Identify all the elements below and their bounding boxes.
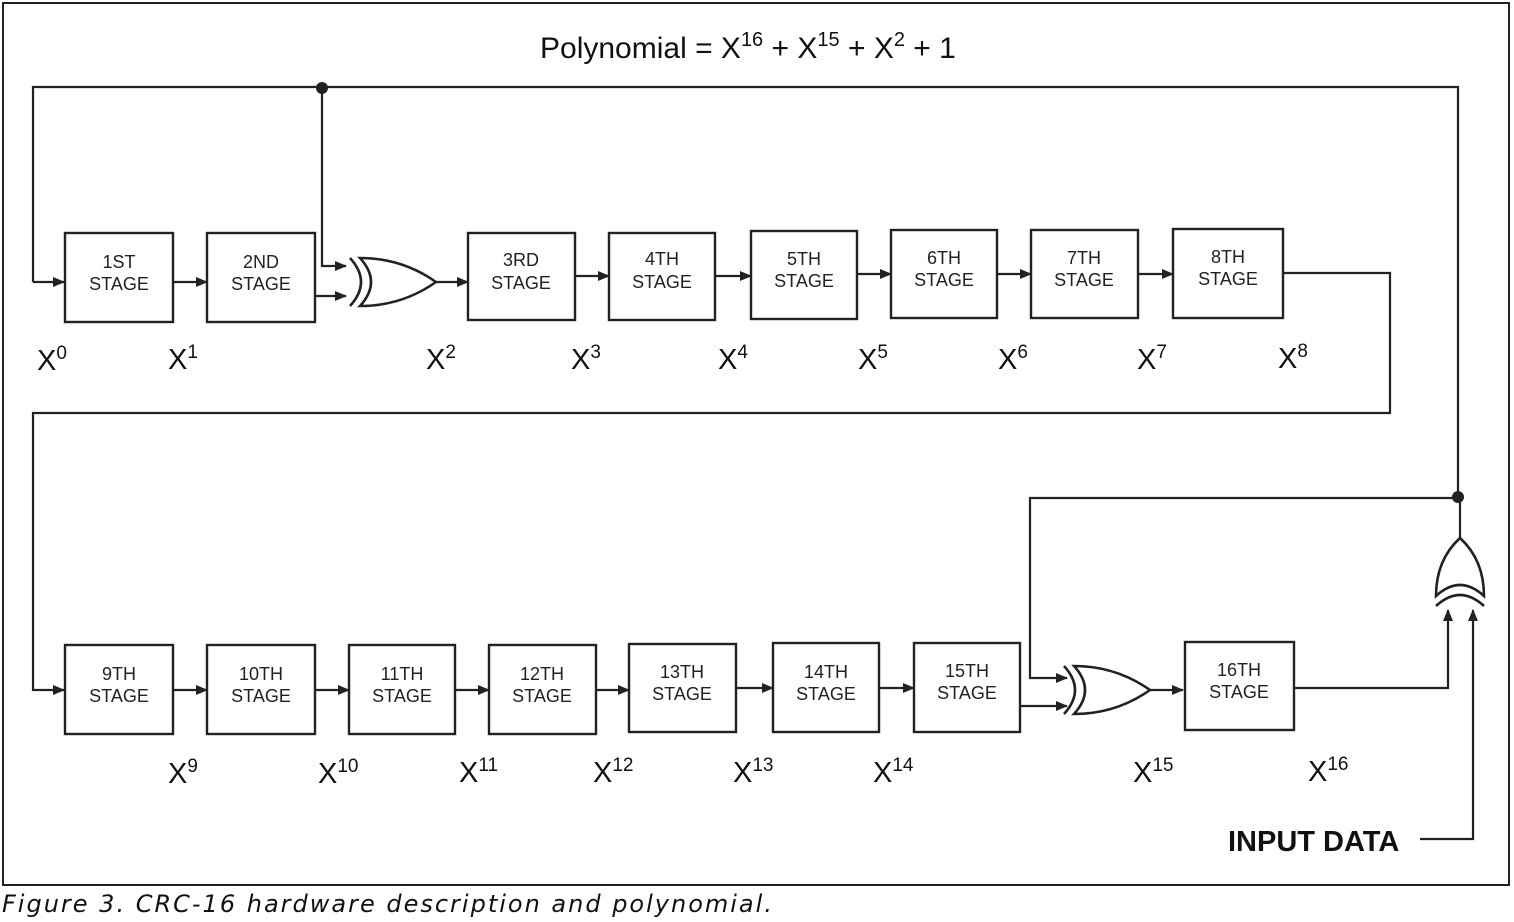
svg-text:13TH: 13TH — [660, 662, 704, 682]
svg-text:7TH: 7TH — [1067, 248, 1101, 268]
x-label: X16 — [1308, 754, 1348, 788]
svg-text:STAGE: STAGE — [1198, 269, 1258, 289]
stage-8-to-stage-9 — [31, 271, 1392, 695]
svg-text:STAGE: STAGE — [231, 274, 291, 294]
svg-text:STAGE: STAGE — [89, 686, 149, 706]
svg-text:STAGE: STAGE — [774, 271, 834, 291]
xor-gate-1 — [349, 256, 439, 308]
svg-text:4TH: 4TH — [645, 249, 679, 269]
svg-text:10TH: 10TH — [239, 664, 283, 684]
x-label: X15 — [1133, 755, 1173, 789]
x-label: X10 — [318, 756, 358, 790]
svg-text:STAGE: STAGE — [796, 684, 856, 704]
x-label: X12 — [593, 755, 633, 789]
svg-text:STAGE: STAGE — [89, 274, 149, 294]
svg-text:STAGE: STAGE — [1054, 270, 1114, 290]
x-label: X9 — [168, 756, 198, 790]
stage-16-to-xor-3 — [1294, 609, 1453, 690]
svg-text:5TH: 5TH — [787, 249, 821, 269]
svg-text:STAGE: STAGE — [231, 686, 291, 706]
svg-text:9TH: 9TH — [102, 664, 136, 684]
wires — [31, 82, 1478, 841]
svg-text:14TH: 14TH — [804, 662, 848, 682]
figure-caption: Figure 3. CRC-16 hardware description an… — [2, 890, 774, 918]
svg-text:3RD: 3RD — [503, 250, 539, 270]
x-label: X11 — [459, 755, 498, 789]
svg-text:STAGE: STAGE — [491, 273, 551, 293]
svg-text:STAGE: STAGE — [512, 686, 572, 706]
svg-text:8TH: 8TH — [1211, 247, 1245, 267]
x-label: X0 — [37, 343, 67, 377]
stage-3: 3RD STAGE — [466, 231, 577, 322]
input-data-label: INPUT DATA — [1228, 826, 1399, 858]
stage-4: 4TH STAGE — [607, 231, 717, 322]
svg-text:STAGE: STAGE — [632, 272, 692, 292]
figure-frame — [2, 2, 1510, 886]
xor-gate-3 — [1434, 536, 1486, 607]
x-label: X7 — [1137, 342, 1167, 376]
svg-text:6TH: 6TH — [927, 248, 961, 268]
svg-text:STAGE: STAGE — [372, 686, 432, 706]
svg-text:12TH: 12TH — [520, 664, 564, 684]
x-label: X8 — [1278, 341, 1308, 375]
svg-text:16TH: 16TH — [1217, 660, 1261, 680]
xor-gate-2 — [1063, 664, 1153, 716]
x-label: X3 — [571, 342, 601, 376]
junction-dot — [316, 82, 328, 94]
x-label: X14 — [873, 755, 914, 789]
svg-text:1ST: 1ST — [102, 252, 135, 272]
x-label: X2 — [426, 342, 456, 376]
svg-text:STAGE: STAGE — [937, 683, 997, 703]
polynomial-title: Polynomial = X16 + X15 + X2 + 1 — [540, 29, 956, 65]
svg-text:15TH: 15TH — [945, 661, 989, 681]
svg-text:STAGE: STAGE — [652, 684, 712, 704]
svg-text:STAGE: STAGE — [1209, 682, 1269, 702]
x-label: X1 — [168, 342, 198, 376]
x-label: X4 — [718, 342, 748, 376]
svg-text:11TH: 11TH — [381, 664, 424, 684]
junction-dot — [1452, 491, 1464, 503]
input-to-xor-3 — [1420, 609, 1478, 841]
x-label: X5 — [858, 342, 888, 376]
feedback-bus-top — [31, 85, 1460, 498]
svg-text:2ND: 2ND — [243, 252, 279, 272]
x-label: X13 — [733, 755, 773, 789]
svg-text:STAGE: STAGE — [914, 270, 974, 290]
feedback-to-xor-1 — [320, 87, 347, 271]
x-labels: X0 X1 X2 X3 X4 X5 X6 X7 X8 X9 X10 X11 X1… — [37, 341, 1348, 790]
feedback-to-xor-2 — [1028, 496, 1458, 683]
x-label: X6 — [998, 342, 1028, 376]
